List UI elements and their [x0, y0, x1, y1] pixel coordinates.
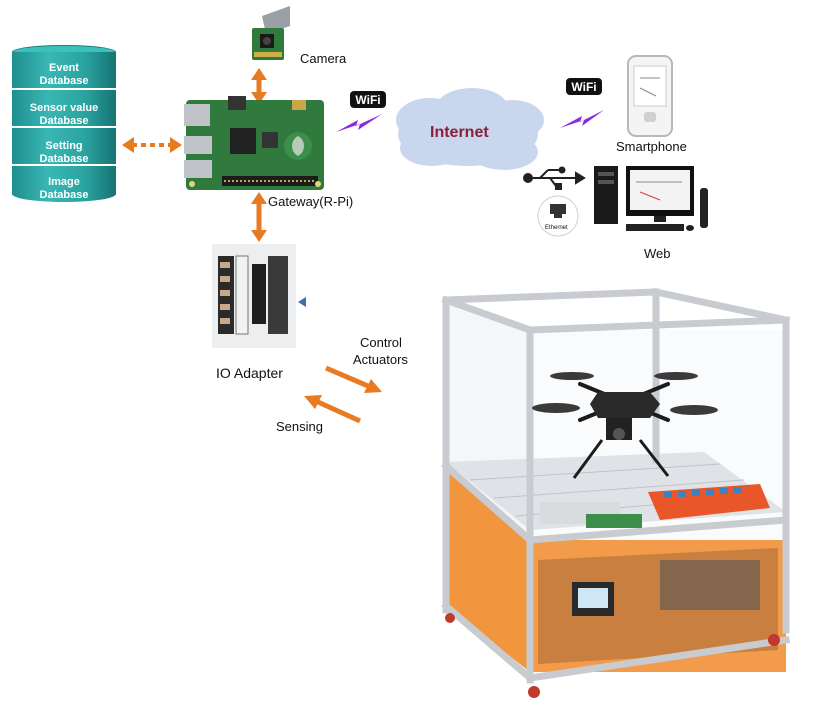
gateway-io-arrow: [251, 192, 267, 242]
control-label: Control: [360, 335, 402, 350]
camera-label: Camera: [300, 51, 347, 66]
sensing-label: Sensing: [276, 419, 323, 434]
db-gateway-arrow: [122, 137, 182, 153]
smartphone-label: Smartphone: [616, 139, 687, 154]
web-label: Web: [644, 246, 671, 261]
database-stack: Event Database Sensor value Database Set…: [12, 45, 116, 207]
smartphone-device: [627, 55, 673, 137]
ethernet-icon: [537, 195, 579, 237]
internet-cloud: [396, 88, 544, 170]
sensing-arrow: [304, 395, 362, 424]
internet-label: Internet: [430, 124, 489, 141]
camera-module: [252, 6, 290, 60]
image-database-label: Image Database: [39, 176, 89, 201]
wifi-right-text: WiFi: [571, 80, 596, 94]
wifi-right-icon: WiFi: [560, 78, 604, 128]
usb-icon: [523, 166, 586, 190]
actuators-label: Actuators: [353, 352, 408, 367]
io-adapter-label: IO Adapter: [216, 365, 283, 381]
desktop-computer: [594, 166, 708, 231]
pointer-marker-icon: [298, 297, 306, 307]
wifi-left-text: WiFi: [355, 93, 380, 107]
camera-gateway-arrow: [251, 68, 267, 104]
io-adapter-board: [212, 244, 296, 348]
drone: [532, 372, 718, 479]
wifi-left-icon: WiFi: [336, 91, 386, 132]
gateway-label: Gateway(R-Pi): [268, 194, 354, 209]
wireless-bolt-right-icon: [560, 110, 604, 128]
database-segment-event: Event Database: [12, 52, 116, 88]
wireless-bolt-left-icon: [336, 114, 382, 132]
raspberry-pi-board: [184, 96, 324, 190]
control-actuators-arrow: [325, 365, 382, 393]
drone-test-station: [441, 287, 791, 698]
database-segment-image: Image Database: [12, 166, 116, 202]
ethernet-label: Ethernet: [545, 225, 568, 231]
